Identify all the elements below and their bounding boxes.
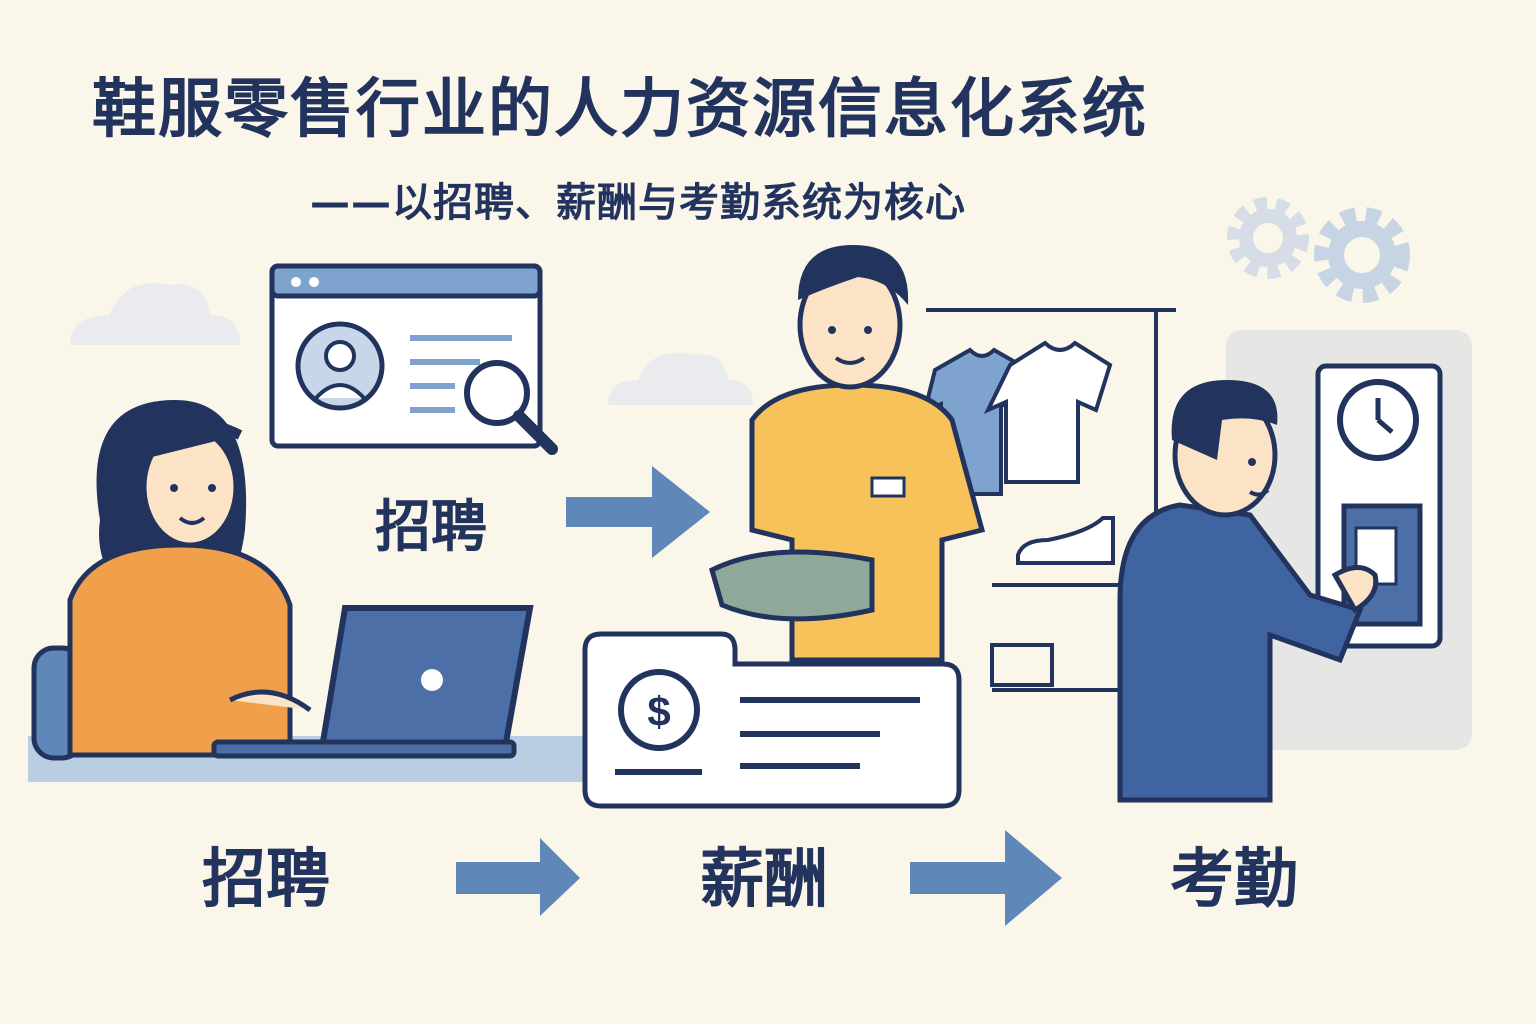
magnifier-icon xyxy=(464,360,558,455)
store-staff-person xyxy=(709,245,986,663)
folded-clothes-icon xyxy=(709,549,875,622)
laptop-icon xyxy=(211,605,534,759)
gear-icon xyxy=(1314,207,1410,303)
candidate-browser-window xyxy=(269,263,558,455)
arrow-icon xyxy=(456,838,580,916)
recruiter-person xyxy=(31,400,312,761)
payslip-card: $ xyxy=(582,631,962,809)
cloud-icon xyxy=(70,283,753,405)
dollar-coin-icon: $ xyxy=(618,669,700,751)
employee-person xyxy=(1117,380,1379,803)
flow-step-attendance: 考勤 xyxy=(1170,843,1298,917)
shoe-icon xyxy=(1016,516,1115,565)
arrow-icon xyxy=(910,830,1062,926)
recruit-scene-label: 招聘 xyxy=(375,495,487,560)
clock-icon xyxy=(1337,379,1419,461)
flow-step-recruitment: 招聘 xyxy=(202,843,330,917)
attendance-kiosk xyxy=(1226,330,1472,750)
currency-symbol: $ xyxy=(647,688,670,735)
card-reader-icon xyxy=(1341,503,1423,627)
arrow-icon xyxy=(566,466,710,558)
gear-icon xyxy=(1227,197,1309,279)
flow-step-compensation: 薪酬 xyxy=(700,843,828,917)
page-subtitle: ——以招聘、薪酬与考勤系统为核心 xyxy=(310,180,966,226)
page-title: 鞋服零售行业的人力资源信息化系统 xyxy=(92,73,1148,147)
